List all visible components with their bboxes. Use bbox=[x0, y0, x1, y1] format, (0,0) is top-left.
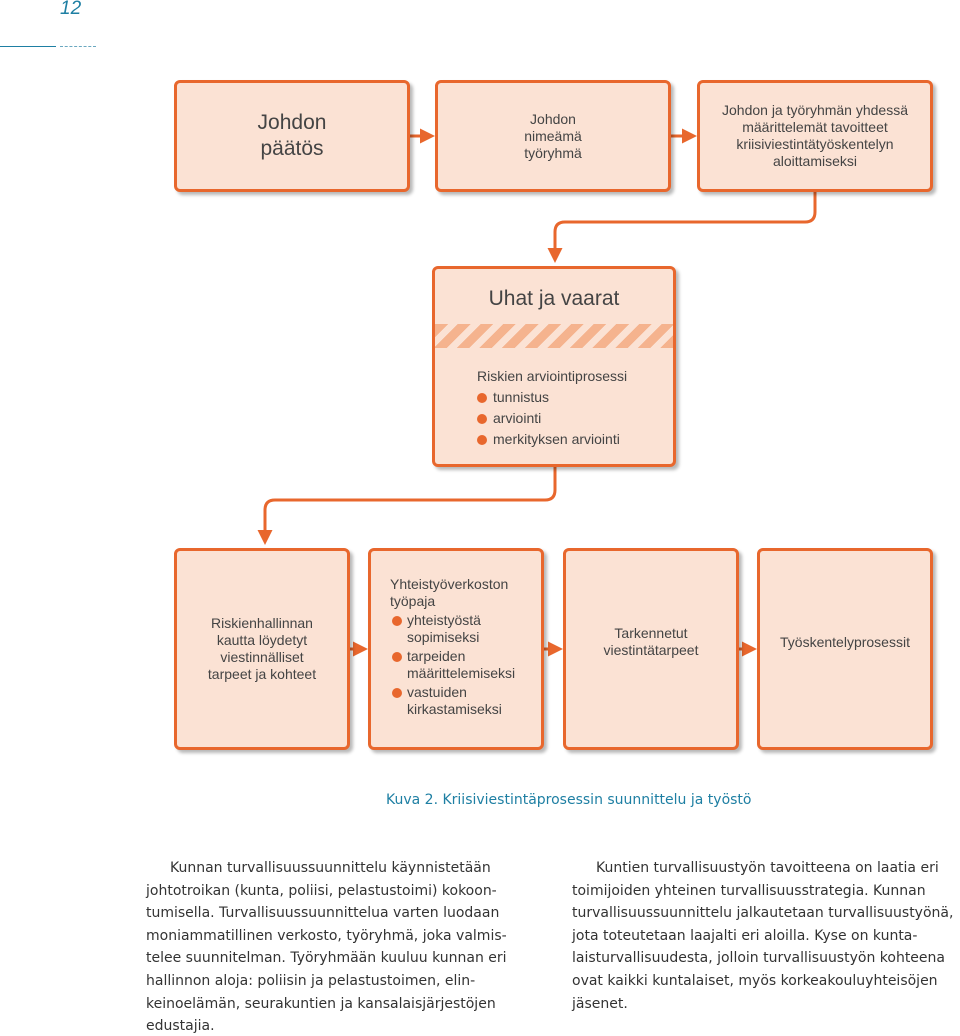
box-uhat-ja-vaarat: Uhat ja vaarat Riskien arviointiprosessi… bbox=[432, 266, 676, 467]
arrow-3-4 bbox=[547, 192, 817, 263]
risk-process-list: Riskien arviointiprosessi tunnistus arvi… bbox=[477, 366, 627, 450]
box-tyoskentelyprosessit-text: Työskentelyprosessit bbox=[780, 633, 910, 650]
box-riskienhallinta: Riskienhallinnan kautta löydetyt viestin… bbox=[174, 548, 350, 750]
bullet-icon bbox=[477, 392, 487, 403]
header-rule-dashed bbox=[60, 46, 96, 47]
page-number: 12 bbox=[60, 0, 82, 19]
bullet-icon bbox=[392, 688, 402, 698]
tyopaja-heading: Yhteistyöverkoston työpaja bbox=[390, 576, 509, 609]
box-tyoskentelyprosessit: Työskentelyprosessit bbox=[757, 548, 933, 750]
bullet-icon bbox=[392, 652, 402, 662]
risk-process-heading: Riskien arviointiprosessi bbox=[477, 368, 628, 384]
list-item: tunnistus bbox=[477, 387, 627, 408]
bullet-icon bbox=[477, 434, 487, 445]
box-tyoryhma-text: Johdon nimeämä työryhmä bbox=[524, 110, 582, 161]
list-item: vastuiden kirkastamiseksi bbox=[390, 684, 541, 718]
list-item: tarpeiden määrittelemiseksi bbox=[390, 648, 541, 682]
box-tyoryhma: Johdon nimeämä työryhmä bbox=[435, 80, 671, 192]
body-text-left: Kunnan turvallisuussuunnittelu käynniste… bbox=[146, 860, 507, 1035]
box-johdon-paatos: Johdon päätös bbox=[174, 80, 410, 192]
list-item: arviointi bbox=[477, 408, 627, 429]
list-item: yhteistyöstä sopimiseksi bbox=[390, 612, 541, 646]
box-johdon-paatos-text: Johdon päätös bbox=[257, 111, 327, 160]
arrow-4-5 bbox=[257, 467, 557, 545]
bullet-icon bbox=[477, 413, 487, 424]
uhat-title: Uhat ja vaarat bbox=[488, 287, 620, 310]
bullet-icon bbox=[392, 616, 402, 626]
body-text-right: Kuntien turvallisuustyön tavoitteena on … bbox=[572, 860, 954, 1012]
decorative-stripes bbox=[435, 324, 673, 348]
box-tavoitteet-text: Johdon ja työryhmän yhdessä määrittelemä… bbox=[722, 102, 908, 169]
figure-caption: Kuva 2. Kriisiviestintäprosessin suunnit… bbox=[386, 792, 752, 808]
list-item: merkityksen arviointi bbox=[477, 429, 627, 450]
header-rule bbox=[0, 46, 56, 47]
box-tyopaja: Yhteistyöverkoston työpaja yhteistyöstä … bbox=[368, 548, 544, 750]
box-viestintatarpeet-text: Tarkennetut viestintätarpeet bbox=[603, 625, 699, 658]
box-viestintatarpeet: Tarkennetut viestintätarpeet bbox=[563, 548, 739, 750]
box-riskienhallinta-text: Riskienhallinnan kautta löydetyt viestin… bbox=[207, 615, 317, 682]
box-tavoitteet: Johdon ja työryhmän yhdessä määrittelemä… bbox=[697, 80, 933, 192]
